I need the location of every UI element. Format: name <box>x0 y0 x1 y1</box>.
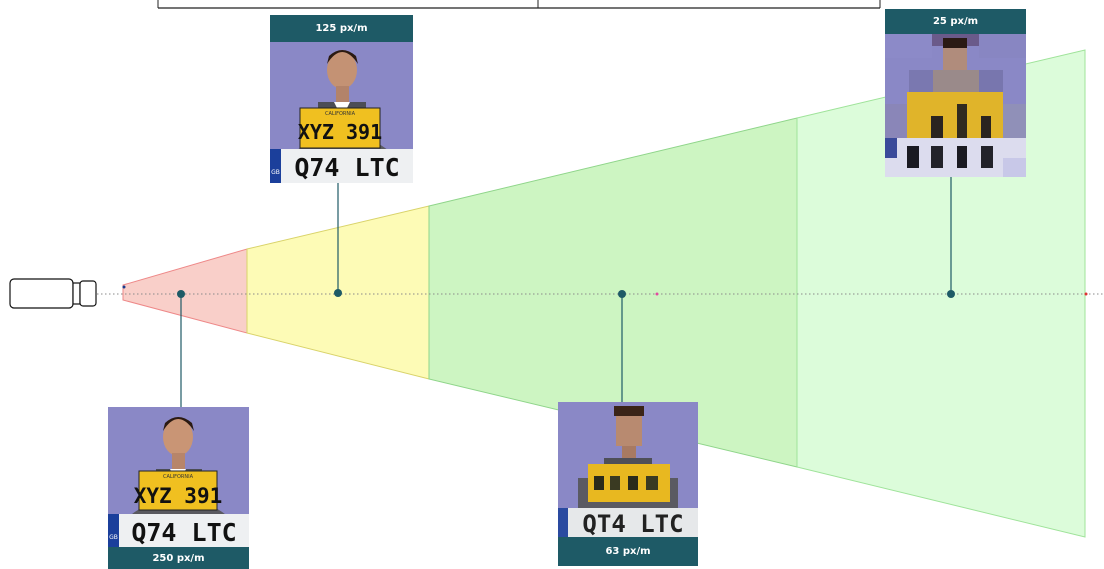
plate-caption-250: CALIFORNIA <box>163 474 194 480</box>
rear-plate-63: QT4 LTC <box>582 510 683 537</box>
sample-photo-25 <box>885 34 1026 177</box>
country-code-250: GB <box>109 534 118 541</box>
sample-photo-250: CALIFORNIA XYZ 391 GB Q74 LTC <box>108 407 249 547</box>
sample-card-250: CALIFORNIA XYZ 391 GB Q74 LTC 250 px/m <box>108 407 249 569</box>
rear-plate-250: Q74 LTC <box>131 518 236 547</box>
sample-card-125: 125 px/m CALIFORNIA XYZ 391 GB Q74 LTC <box>270 15 413 183</box>
axis-start-dot <box>122 285 126 289</box>
connector-63 <box>618 290 626 402</box>
sample-card-25: 25 px/m <box>885 9 1026 177</box>
connector-250 <box>177 290 185 407</box>
density-label-63: 63 px/m <box>558 537 698 566</box>
connector-125 <box>334 183 342 297</box>
camera-icon <box>9 278 97 309</box>
sample-card-63: QT4 LTC 63 px/m <box>558 402 698 566</box>
axis-end-dot <box>1084 292 1088 296</box>
axis-mid-dot <box>655 292 659 296</box>
front-plate-250: XYZ 391 <box>134 484 223 508</box>
front-plate-125: XYZ 391 <box>298 120 382 144</box>
connector-25 <box>947 177 955 298</box>
density-label-25: 25 px/m <box>885 9 1026 34</box>
plate-caption-125: CALIFORNIA <box>325 111 356 117</box>
sample-photo-125: CALIFORNIA XYZ 391 GB Q74 LTC <box>270 42 413 183</box>
zone-identify <box>122 248 248 334</box>
rear-plate-125: Q74 LTC <box>294 153 399 182</box>
density-label-250: 250 px/m <box>108 547 249 569</box>
density-label-125: 125 px/m <box>270 15 413 42</box>
country-code-125: GB <box>271 169 280 176</box>
sample-photo-63: QT4 LTC <box>558 402 698 537</box>
top-table-fragment <box>157 0 881 9</box>
